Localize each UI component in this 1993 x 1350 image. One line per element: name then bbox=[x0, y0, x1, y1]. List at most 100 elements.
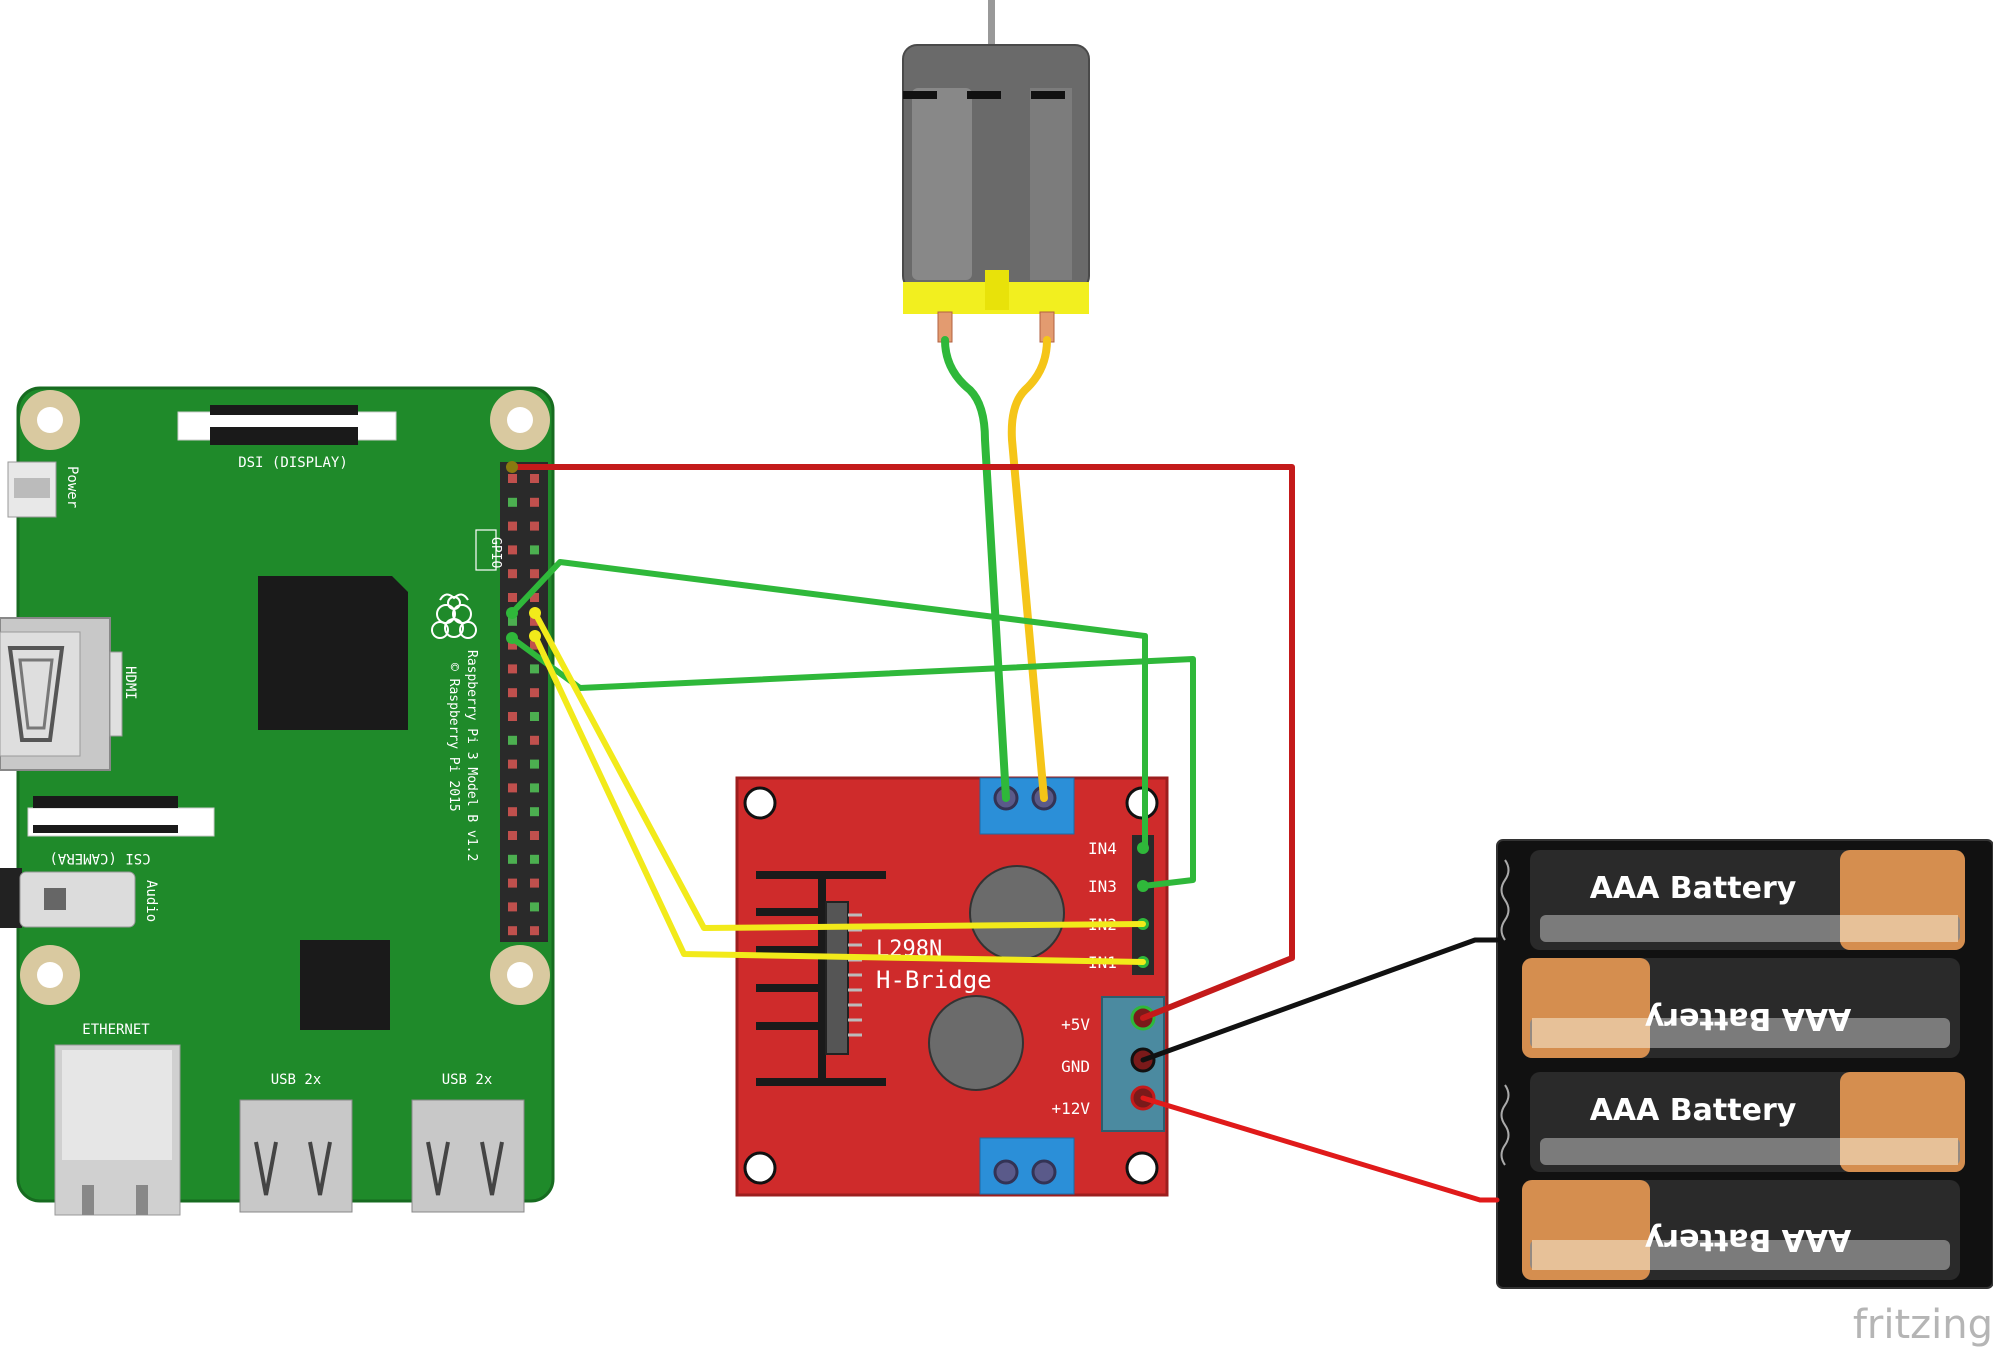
gpio-pin bbox=[508, 831, 517, 840]
gpio-wire-ends bbox=[506, 461, 541, 644]
gpio-pin bbox=[508, 545, 517, 555]
gpio-pin bbox=[508, 712, 517, 721]
gpio-pin bbox=[508, 497, 517, 507]
pi-copyright-label: © Raspberry Pi 2015 bbox=[446, 663, 461, 812]
gpio-pin bbox=[508, 807, 517, 817]
gpio-pin bbox=[530, 902, 539, 912]
wire-in4-green bbox=[509, 559, 1148, 851]
gpio-pin bbox=[530, 878, 539, 888]
capacitor-bottom bbox=[928, 995, 1024, 1091]
h-bridge-label: H-Bridge bbox=[876, 966, 992, 994]
wires bbox=[509, 336, 1500, 1203]
heatsink bbox=[756, 871, 886, 1086]
audio-label: Audio bbox=[143, 880, 159, 922]
motor-shaft bbox=[988, 0, 995, 48]
wire-in2-yellow bbox=[532, 610, 1146, 931]
pin-12v-label: +12V bbox=[1051, 1099, 1090, 1118]
motor-wire-yellow bbox=[1007, 336, 1051, 802]
gpio-pin bbox=[530, 664, 539, 674]
usb-right-label: USB 2x bbox=[442, 1072, 493, 1088]
gpio-pin bbox=[508, 735, 517, 745]
battery-holder bbox=[1496, 839, 1993, 1289]
usb-port-right bbox=[411, 1099, 525, 1213]
pin-gnd-label: GND bbox=[1061, 1057, 1090, 1076]
usb-port-left bbox=[239, 1099, 353, 1213]
power-label: Power bbox=[64, 466, 80, 508]
gpio-pin bbox=[508, 878, 517, 888]
gpio-pin bbox=[530, 640, 539, 650]
gpio-label-box bbox=[475, 529, 497, 571]
ethernet-port bbox=[54, 1044, 181, 1216]
dc-motor bbox=[902, 0, 1090, 343]
battery-cell bbox=[1530, 1072, 1965, 1172]
gpio-pin bbox=[508, 926, 517, 936]
raspberry-pi: DSI (DISPLAY) Power HDMI CSI (CAMERA) bbox=[0, 386, 555, 1216]
motor-terminal-a bbox=[979, 777, 1075, 835]
gpio-pin bbox=[508, 664, 517, 674]
fritzing-logo: fritzing bbox=[1853, 1302, 1993, 1348]
wire-gnd-black bbox=[1140, 937, 1500, 1063]
battery-cell-label: AAA Battery bbox=[1590, 1093, 1797, 1128]
hdmi-label: HDMI bbox=[122, 666, 138, 700]
motor-terminal-b bbox=[979, 1137, 1075, 1195]
battery-pack: AAA Battery AAA Battery AAA Battery AAA … bbox=[1496, 839, 1993, 1289]
control-pin-header bbox=[1132, 835, 1154, 975]
motor-wire-green bbox=[941, 336, 1010, 802]
gpio-pin bbox=[508, 902, 517, 912]
gpio-pin bbox=[508, 474, 517, 483]
wire-5v-red bbox=[509, 464, 1295, 1021]
gpio-pin bbox=[530, 593, 539, 602]
battery-cell-label: AAA Battery bbox=[1590, 871, 1797, 906]
gpio-pin bbox=[530, 735, 539, 745]
battery-cell-label: AAA Battery bbox=[1644, 1222, 1851, 1257]
mounting-holes bbox=[20, 390, 550, 1005]
pin-in3-label: IN3 bbox=[1088, 877, 1117, 896]
gpio-pin bbox=[530, 712, 539, 721]
capacitor-top bbox=[969, 865, 1065, 961]
gpio-pin bbox=[530, 926, 539, 936]
power-terminal-block bbox=[1101, 996, 1165, 1132]
pin-5v-label: +5V bbox=[1061, 1015, 1090, 1034]
gpio-pin bbox=[530, 688, 539, 698]
gpio-pin bbox=[530, 807, 539, 817]
wire-in3-green bbox=[509, 635, 1196, 889]
gpio-pin bbox=[508, 783, 517, 793]
pin-in4-label: IN4 bbox=[1088, 839, 1117, 858]
battery-cell bbox=[1530, 850, 1965, 950]
gpio-header bbox=[500, 462, 548, 942]
csi-label: CSI (CAMERA) bbox=[49, 850, 150, 866]
h-bridge-board: L298N H-Bridge IN4 IN3 IN2 IN1 +5V GND +… bbox=[735, 776, 1169, 1197]
usb-left-label: USB 2x bbox=[271, 1072, 322, 1088]
gpio-pin bbox=[530, 545, 539, 555]
gpio-pin bbox=[508, 593, 517, 602]
wire-12v-red bbox=[1140, 1095, 1500, 1203]
ethernet-label: ETHERNET bbox=[82, 1022, 150, 1038]
gpio-pin bbox=[530, 616, 539, 626]
gpio-pin bbox=[530, 569, 539, 579]
gpio-pin bbox=[530, 783, 539, 793]
gpio-pin bbox=[508, 569, 517, 579]
dsi-label: DSI (DISPLAY) bbox=[238, 455, 348, 471]
gpio-pin bbox=[530, 474, 539, 483]
l298n-chip bbox=[825, 901, 849, 1055]
soc-chip bbox=[258, 576, 408, 730]
gpio-pin bbox=[508, 640, 517, 650]
gpio-pin bbox=[508, 688, 517, 698]
usb-controller-chip bbox=[300, 940, 390, 1030]
battery-cell-label: AAA Battery bbox=[1644, 1001, 1851, 1036]
gpio-pin bbox=[530, 854, 539, 864]
gpio-pin bbox=[508, 759, 517, 769]
csi-connector bbox=[27, 796, 215, 837]
gpio-pin bbox=[530, 521, 539, 531]
gpio-pin bbox=[530, 831, 539, 840]
audio-jack bbox=[0, 868, 136, 928]
hdmi-connector bbox=[0, 617, 123, 771]
battery-cell bbox=[1522, 958, 1960, 1058]
gpio-pin bbox=[530, 759, 539, 769]
gpio-pin bbox=[508, 854, 517, 864]
gpio-pin bbox=[508, 521, 517, 531]
dsi-connector bbox=[177, 405, 397, 445]
pi-model-label: Raspberry Pi 3 Model B v1.2 bbox=[464, 650, 479, 861]
raspberry-logo-icon bbox=[431, 593, 477, 639]
